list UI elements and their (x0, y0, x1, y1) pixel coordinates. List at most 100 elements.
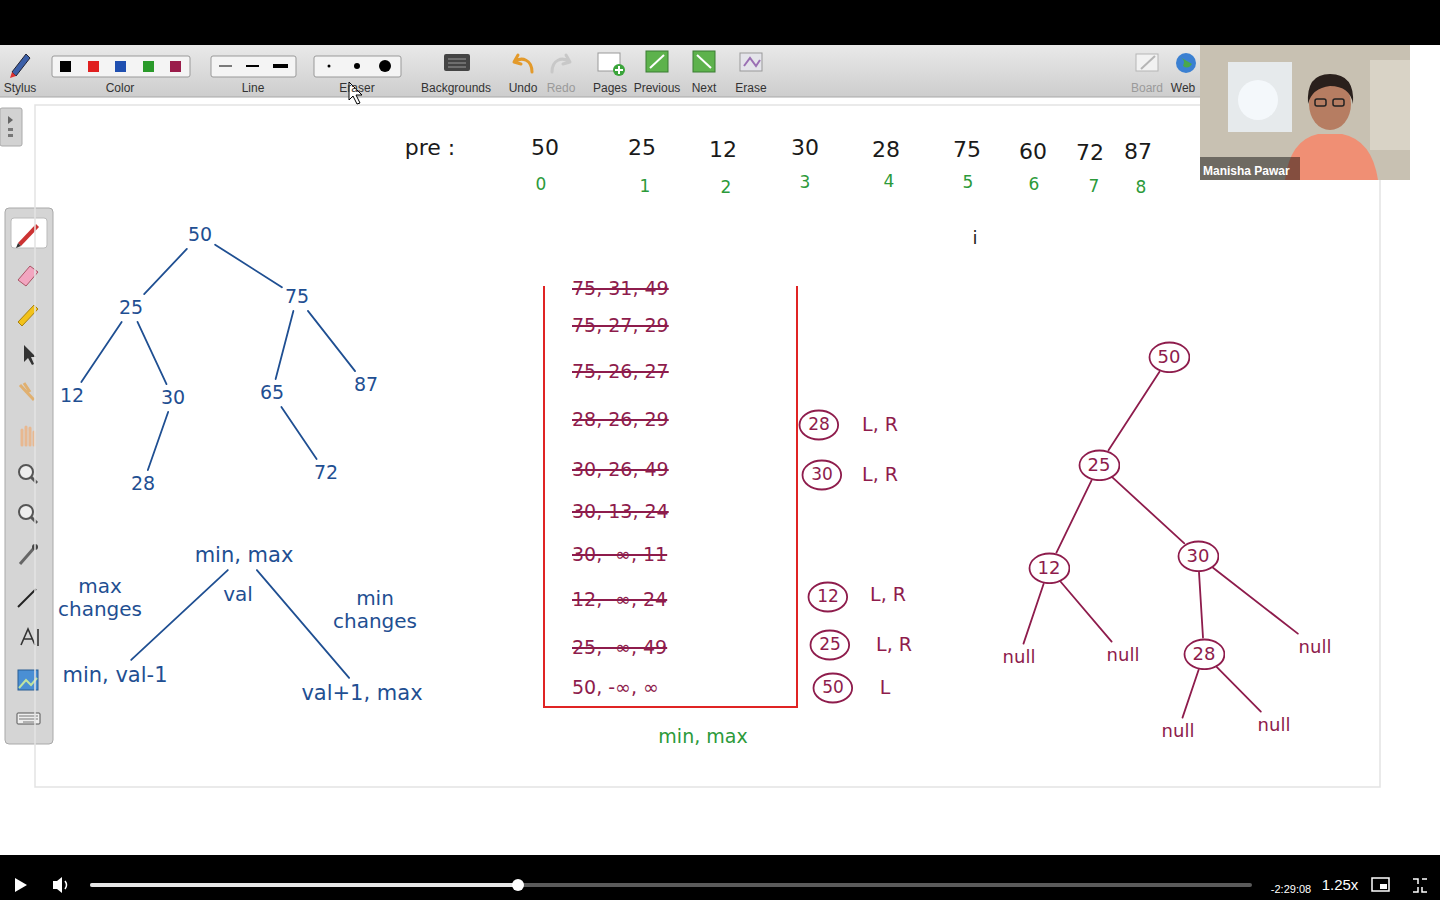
toolbar-label-holder: Pages (593, 78, 627, 96)
circle-ring (800, 411, 839, 440)
tree-text: min, val-1 (62, 663, 167, 687)
edge-label: min changes (325, 587, 425, 633)
stack-box: 75, 31, 4975, 27, 2975, 26, 2728, 26, 29… (543, 286, 798, 708)
stack-entry: 30, 13, 24 (572, 501, 669, 523)
toolbar-label-holder: Undo (509, 78, 538, 96)
array-value-holder: 75 (953, 137, 981, 162)
array-index-holder: 5 (963, 173, 974, 193)
node-text: 87 (354, 374, 378, 396)
toolbar-label: Backgrounds (421, 82, 491, 96)
circle-ring (803, 461, 842, 490)
toolbar-label: Erase (735, 82, 766, 96)
child-flags-holder: L, R (862, 464, 898, 486)
node-text: null (1003, 647, 1036, 668)
array-index-holder: 7 (1089, 177, 1100, 197)
tree-value: 87 (354, 374, 378, 396)
tree-text: null (1299, 637, 1332, 658)
tree-value: null (1162, 721, 1195, 742)
tree-value: 28 (131, 473, 155, 495)
player-text-holder: 1.25x (1322, 876, 1359, 894)
circle-ring (1178, 541, 1218, 571)
circle-value: 30 (1187, 546, 1210, 567)
tree-value: 12 (60, 385, 84, 407)
tree-text: 50 (188, 224, 212, 246)
tree-branch (308, 311, 355, 371)
node-text: null (1258, 715, 1291, 736)
stack-entry-holder: 75, 27, 29 (572, 315, 669, 337)
circle-node: 25 (809, 629, 851, 661)
toolbar-label: Web (1171, 82, 1195, 96)
toolbar-label: Color (106, 82, 135, 96)
node-text: 50 (1158, 347, 1181, 368)
array-index: 8 (1136, 178, 1147, 198)
toolbar-label: Line (242, 82, 265, 96)
array-index-holder: 0 (536, 175, 547, 195)
player-text-holder: -2:29:08 (1271, 879, 1311, 897)
edge-label-holder: min changes (325, 587, 425, 633)
child-flags-holder: L, R (876, 634, 912, 656)
toolbar-label-holder: Web (1171, 78, 1195, 96)
tree-branch (144, 249, 187, 294)
stack-entry: 25, -∞, 49 (572, 637, 667, 659)
stack-caption-holder: min, max (658, 726, 747, 748)
node-text: null (1299, 637, 1332, 658)
stack-entry: 50, -∞, ∞ (572, 677, 659, 699)
node-text: 25 (819, 635, 841, 655)
child-flags-holder: L (880, 677, 891, 699)
node-text: 50 (188, 224, 212, 246)
pointer-mark-holder: i (972, 228, 977, 249)
node-text: min, max (195, 543, 294, 567)
child-flags: L (880, 677, 891, 699)
tree-value: 30 (161, 387, 185, 409)
tree-branch (1108, 372, 1159, 451)
array-index-holder: 3 (800, 173, 811, 193)
tree-value: null (1258, 715, 1291, 736)
child-flags: L, R (870, 584, 906, 606)
array-index-holder: 6 (1029, 175, 1040, 195)
edge-label-holder: max changes (55, 575, 145, 621)
circle-value: 28 (1193, 644, 1216, 665)
toolbar-label: Undo (509, 82, 538, 96)
node-text: 12 (60, 385, 84, 407)
circle-node: 28 (798, 409, 840, 441)
tree-branch (1061, 582, 1112, 642)
tree-text: null (1107, 645, 1140, 666)
toolbar-label-holder: Previous (634, 78, 681, 96)
node-text: 25 (119, 297, 143, 319)
node-text: 30 (161, 387, 185, 409)
tree-branch (148, 412, 168, 470)
tree-branch (1199, 572, 1203, 637)
array-index: 2 (721, 178, 732, 198)
toolbar-label: Stylus (4, 82, 37, 96)
tree-text: 30 (161, 387, 185, 409)
array-value: 30 (791, 135, 819, 160)
array-value: 28 (872, 137, 900, 162)
stack-entry-holder: 12, -∞, 24 (572, 589, 667, 611)
toolbar-label: Pages (593, 82, 627, 96)
array-heading: pre : (405, 135, 455, 160)
node-text: 28 (1193, 644, 1216, 665)
stack-entry-holder: 30, -∞, 11 (572, 544, 667, 566)
tree-text: 12 (60, 385, 84, 407)
tree-text: null (1258, 715, 1291, 736)
player-text: 1.25x (1322, 876, 1359, 893)
tree-value: 72 (314, 462, 338, 484)
node-text: 25 (1088, 455, 1111, 476)
child-flags: L, R (876, 634, 912, 656)
tree-value: null (1003, 647, 1036, 668)
array-index: 1 (640, 177, 651, 197)
circle-ring (1029, 553, 1069, 583)
child-flags-holder: L, R (870, 584, 906, 606)
circle-node: 12 (807, 581, 849, 613)
stack-entry: 30, 26, 49 (572, 459, 669, 481)
tree-value: null (1299, 637, 1332, 658)
tree-value: min, val-1 (62, 663, 167, 687)
circle-value: 25 (1088, 455, 1111, 476)
node-text: 65 (260, 382, 284, 404)
tree-branch (1113, 478, 1185, 544)
array-value-holder: 60 (1019, 139, 1047, 164)
circle-node: 50 (1148, 341, 1191, 374)
stack-entry: 75, 27, 29 (572, 315, 669, 337)
